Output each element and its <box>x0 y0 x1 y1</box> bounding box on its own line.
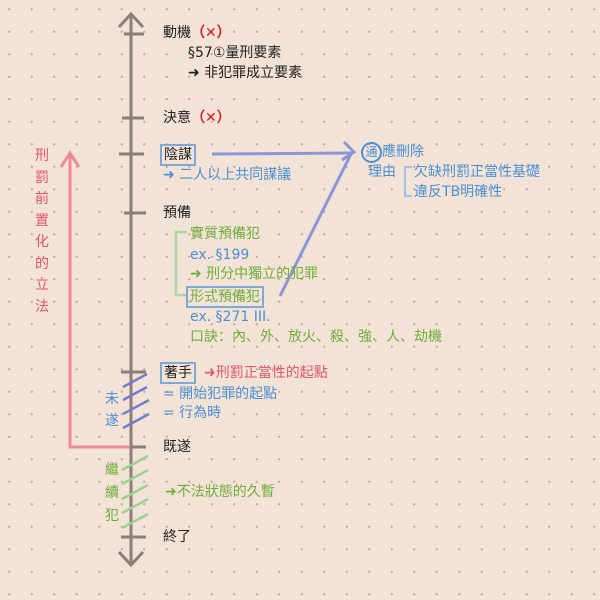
critique-headline: 通應刪除 <box>361 142 424 163</box>
stage-termination: 終了 <box>163 529 191 545</box>
critique-arrow-head <box>341 140 357 162</box>
axis-bottom-arrow <box>117 550 145 568</box>
formal-prep-arrow-line <box>278 151 354 297</box>
prep-substantive-note: ➜ 刑分中獨立的犯罪 <box>190 266 319 282</box>
attempt-hatch <box>122 372 150 430</box>
motive-note-2: ➜ 非犯罪成立要素 <box>188 65 303 81</box>
x-mark-icon: （✕） <box>191 25 231 41</box>
prep-mnemonic: 口訣：內、外、放火、殺、強、人、劫機 <box>190 329 442 345</box>
stage-commencement: 著手 <box>160 362 196 384</box>
legislation-arrow-line <box>68 155 130 449</box>
commencement-note: ➜刑罰正當性的起點 <box>204 365 328 381</box>
commencement-eq-2: = 行為時 <box>163 405 222 421</box>
critique-reason-1: 欠缺刑罰正當性基礎 <box>414 164 540 180</box>
commencement-eq-1: = 開始犯罪的起點 <box>163 386 278 402</box>
axis-top-arrow <box>117 11 145 29</box>
conspiracy-arrow-line <box>211 151 353 156</box>
general-view-badge: 通 <box>361 142 382 163</box>
reasons-bracket <box>404 166 412 197</box>
continuing-label: 繼續犯 <box>105 462 119 524</box>
motive-note-1: §57①量刑要素 <box>188 45 282 61</box>
attempt-label: 未遂 <box>105 391 119 429</box>
stage-completion: 既遂 <box>163 439 191 455</box>
critique-reason-label: 理由 <box>368 164 396 180</box>
prep-substantive: 實質預備犯 <box>190 226 260 242</box>
continuing-note: ➜不法狀態的久暫 <box>165 484 275 500</box>
prep-formal: 形式預備犯 <box>186 286 264 308</box>
prep-substantive-example: ex. §199 <box>190 247 250 263</box>
x-mark-icon: （✕） <box>191 110 231 126</box>
stage-preparation: 預備 <box>163 205 191 221</box>
critique-reason-2: 違反TB明確性 <box>414 184 503 200</box>
stage-decision: 決意（✕） <box>163 110 231 126</box>
legislation-arrow-head <box>59 150 81 168</box>
continuing-hatch <box>121 454 149 530</box>
conspiracy-note: ➜ 二人以上共同謀議 <box>163 167 292 183</box>
timeline-ticks <box>119 32 146 539</box>
prep-bracket <box>174 230 187 297</box>
side-label-forward-legislation: 刑罰前置化的立法 <box>35 148 49 315</box>
prep-formal-example: ex. §271 III. <box>190 309 271 325</box>
stage-motive: 動機（✕） <box>163 25 231 41</box>
stage-conspiracy: 陰謀 <box>160 144 196 166</box>
